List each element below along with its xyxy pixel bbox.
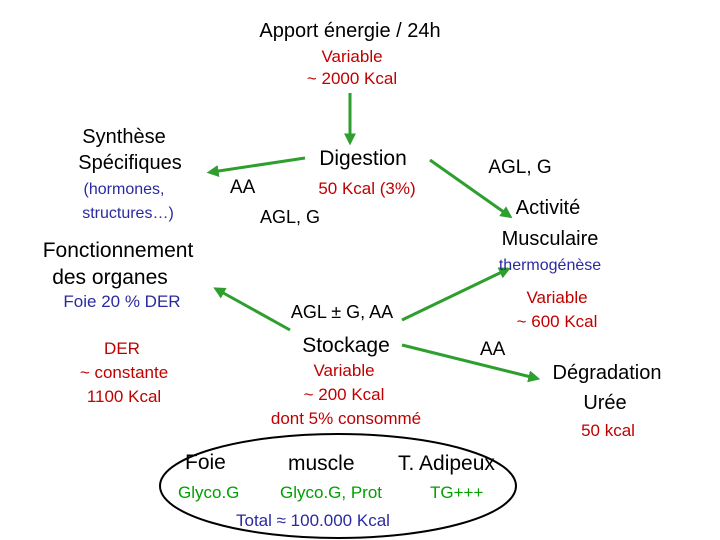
organs-title-line1: Fonctionnement bbox=[42, 239, 194, 262]
reserve-liver-label: Foie bbox=[185, 451, 226, 474]
degradation-title-line2: Urée bbox=[583, 392, 627, 414]
digestion-cost: 50 Kcal (3%) bbox=[318, 179, 416, 198]
arrow-digestion-to-activity bbox=[429, 158, 513, 219]
intake-variable: Variable bbox=[321, 47, 383, 66]
reserve-muscle-store: Glyco.G, Prot bbox=[280, 483, 383, 502]
reserve-adipose-store: TG+++ bbox=[430, 483, 484, 502]
activity-title-line2: Musculaire bbox=[501, 228, 599, 250]
der-line1: DER bbox=[104, 339, 140, 358]
aa-left-label: AA bbox=[230, 177, 256, 198]
activity-thermogenesis: thermogénèse bbox=[498, 257, 602, 274]
degradation-title-line1: Dégradation bbox=[552, 362, 662, 384]
activity-amount: ~ 600 Kcal bbox=[516, 312, 598, 331]
synthesis-title-line2: Spécifiques bbox=[78, 152, 182, 174]
storage-title: Stockage bbox=[302, 334, 390, 357]
synthesis-detail-line1: (hormones, bbox=[83, 181, 165, 198]
storage-inputs: AGL ± G, AA bbox=[290, 302, 394, 322]
reserve-muscle-label: muscle bbox=[288, 452, 355, 475]
der-line2: ~ constante bbox=[79, 363, 169, 382]
arrow-storage-to-organs bbox=[213, 287, 291, 332]
organs-title-line2: des organes bbox=[52, 266, 168, 289]
agl-g-right-label: AGL, G bbox=[488, 157, 552, 178]
arrow-storage-to-degradation bbox=[401, 343, 541, 383]
digestion-products: AGL, G bbox=[259, 207, 321, 227]
reserves-ellipse bbox=[159, 433, 517, 539]
arrow-digestion-to-aa bbox=[206, 156, 306, 177]
storage-variable: Variable bbox=[313, 361, 375, 380]
reserve-total: Total ≈ 100.000 Kcal bbox=[236, 511, 390, 530]
reserve-liver-store: Glyco.G bbox=[178, 483, 240, 502]
arrow-storage-to-activity bbox=[401, 267, 511, 322]
page-title: Apport énergie / 24h bbox=[259, 20, 441, 42]
der-line3: 1100 Kcal bbox=[86, 387, 162, 406]
intake-amount: ~ 2000 Kcal bbox=[306, 69, 398, 88]
storage-amount: ~ 200 Kcal bbox=[303, 385, 385, 404]
degradation-amount: 50 kcal bbox=[581, 421, 635, 440]
organs-liver-share: Foie 20 % DER bbox=[63, 292, 181, 311]
activity-variable: Variable bbox=[526, 288, 588, 307]
reserve-adipose-label: T. Adipeux bbox=[398, 452, 495, 475]
synthesis-detail-line2: structures…) bbox=[82, 205, 174, 222]
activity-title-line1: Activité bbox=[515, 197, 581, 219]
storage-consumed: dont 5% consommé bbox=[270, 409, 422, 428]
aa-right-label: AA bbox=[480, 339, 506, 360]
digestion-title: Digestion bbox=[319, 147, 407, 170]
synthesis-title-line1: Synthèse bbox=[82, 126, 166, 148]
